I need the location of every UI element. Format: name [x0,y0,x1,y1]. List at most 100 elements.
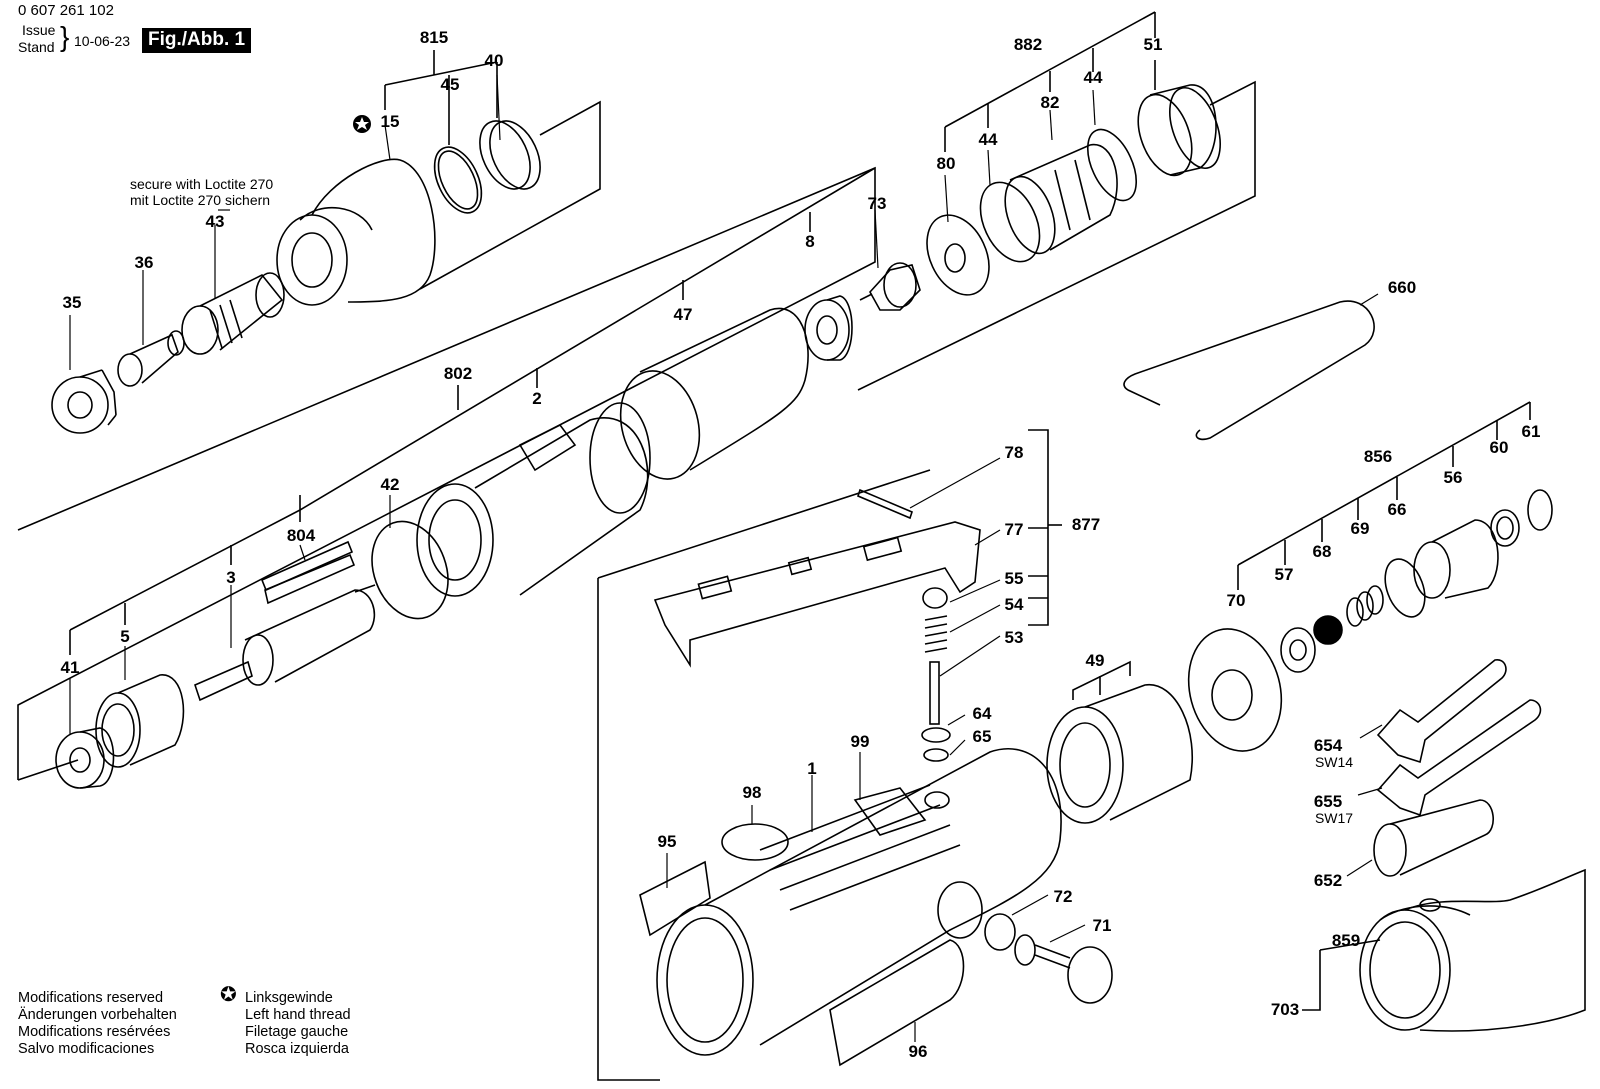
bracket-877 [1028,429,1062,626]
part-80-plate [926,214,990,296]
part-callout-815: 815 [420,28,448,47]
part-callout-68: 68 [1313,542,1332,561]
leader-lines [69,74,1383,1042]
modifications-reserved-fr: Modifications resérvées [18,1024,171,1040]
part-callout-98: 98 [743,783,762,802]
part-callout-660: 660 [1388,278,1416,297]
part-66-o-ring [1384,558,1426,618]
part-callout-703: 703 [1271,1000,1299,1019]
bracket-rotor [69,495,301,655]
part-53-pin [929,661,940,725]
part-callout-61: 61 [1522,422,1541,441]
part-71-screw [1014,934,1113,1004]
part-callout-1: 1 [807,759,816,778]
part-callout-804: 804 [287,526,316,545]
part-callout-47: 47 [674,305,693,324]
part-callout-96: 96 [909,1042,928,1061]
part-callout-40: 40 [485,51,504,70]
modifications-reserved-en: Modifications reserved [18,990,164,1006]
part-859-clamp [1379,898,1471,921]
left-hand-thread-star-icon: ✪ [220,984,237,1006]
part-73-valve [859,262,921,311]
frame-middle-group [17,166,876,780]
part-35-nut [51,369,117,434]
part-callout-15: 15 [381,112,400,131]
frame-right-group [857,80,1256,391]
frame-middle-bottom [17,759,79,781]
part-callout-99: 99 [851,732,870,751]
part-42-ring-gear [371,483,494,620]
left-hand-thread-de: Linksgewinde [245,990,333,1006]
left-hand-thread-fr: Filetage gauche [245,1024,349,1040]
part-72-o-ring [984,913,1016,951]
part-45-o-ring [433,146,483,214]
part-callout-72: 72 [1054,887,1073,906]
part-654-wrench-sw14 [1376,659,1507,764]
part-callout-82: 82 [1041,93,1060,112]
part-callout-859: 859 [1332,931,1360,950]
stand-label: Stand [18,39,55,55]
part-callout-5: 5 [120,627,129,646]
part-callout-73: 73 [868,194,887,213]
part-8-bearing [804,295,853,361]
bracket-882 [944,11,1156,152]
part-callout-2: 2 [532,389,541,408]
part-44-o-ring-b [1086,128,1138,202]
part-callout-57: 57 [1275,565,1294,584]
part-96-grip-sleeve [829,939,965,1067]
left-hand-thread-en: Left hand thread [245,1007,351,1023]
part-5-end-plate [95,674,185,768]
part-callout-71: 71 [1093,916,1112,935]
part-callout-54: 54 [1005,595,1024,614]
part-703-hose [1359,868,1586,1032]
part-callout-856: 856 [1364,447,1392,466]
bracket-703 [1302,939,1381,1011]
part-callout-652: 652 [1314,871,1342,890]
figure-tag: Fig./Abb. 1 [142,28,252,53]
part-98-label [721,823,789,861]
part-68-ball [1313,615,1343,645]
part-callout-55: 55 [1005,569,1024,588]
part-60-strainer [1490,509,1520,547]
part-callout-69: 69 [1351,519,1370,538]
part-54-spring [924,615,948,653]
part-77-lever [653,521,981,668]
part-43-sleeve [181,272,285,355]
issue-date: 10-06-23 [74,33,131,49]
left-hand-thread-es: Rosca izquierda [245,1041,349,1057]
part-callout-60: 60 [1490,438,1509,457]
part-47-cylinder [619,307,809,480]
part-82-end-plate [1004,144,1118,255]
callout-labels: 8154540153536438828244518044738478022428… [61,28,1541,1061]
part-95-nameplate [639,860,711,937]
part-78-pin [857,488,913,520]
part-callout-36: 36 [135,253,154,272]
part-652-hose-nipple [1373,799,1494,877]
wrench-size-sw14: SW14 [1315,754,1353,770]
part-3-rotor [194,584,376,702]
part-callout-8: 8 [805,232,814,251]
part-41-bearing [55,727,115,789]
loctite-note-en: secure with Loctite 270 [130,176,274,192]
part-49-silencer [1046,684,1194,824]
part-655-wrench-sw17 [1376,699,1542,817]
modifications-reserved-de: Änderungen vorbehalten [18,1007,177,1023]
part-44-o-ring-a [979,181,1041,263]
left-hand-thread-marker [353,115,371,133]
part-callout-35: 35 [63,293,82,312]
frame-body-group [597,578,660,1081]
part-callout-3: 3 [226,568,235,587]
part-callout-42: 42 [381,475,400,494]
part-65-seal [923,748,949,762]
part-callout-80: 80 [937,154,956,173]
part-804-vanes [260,540,356,605]
frame-upper-group [419,100,601,290]
part-callout-78: 78 [1005,443,1024,462]
loctite-note-de: mit Loctite 270 sichern [130,192,271,208]
part-callout-802: 802 [444,364,472,383]
part-55-plunger-cap [922,587,948,609]
part-36-collet [117,330,185,387]
part-1-motor-housing [656,747,1062,1056]
part-callout-66: 66 [1388,500,1407,519]
